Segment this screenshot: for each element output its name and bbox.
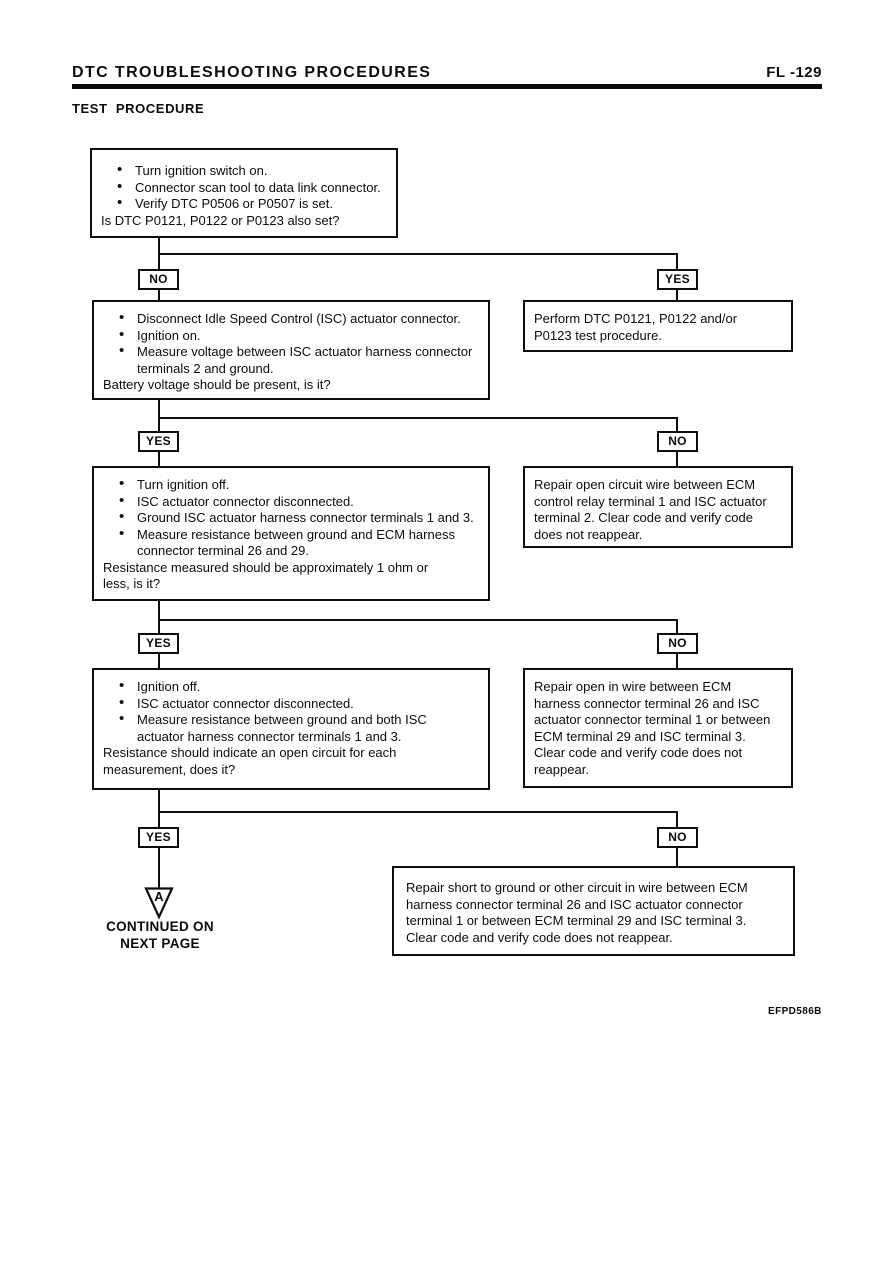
action-line: terminal 1 or between ECM terminal 29 an… bbox=[406, 913, 747, 928]
connector-line bbox=[158, 654, 160, 668]
action-line: P0123 test procedure. bbox=[534, 327, 662, 343]
figure-code: EFPD586B bbox=[768, 1006, 822, 1017]
action-line: does not reappear. bbox=[534, 526, 643, 542]
step-line: Turn ignition switch on. bbox=[101, 162, 392, 180]
question-line: Battery voltage should be present, is it… bbox=[103, 377, 331, 392]
step-line: Turn ignition off. bbox=[103, 476, 484, 494]
step-line: Connector scan tool to data link connect… bbox=[101, 179, 392, 197]
question-line: less, is it? bbox=[103, 576, 161, 591]
step-line: Measure resistance between ground and EC… bbox=[103, 526, 484, 544]
connector-line bbox=[158, 253, 678, 255]
action-box-3: Repair open in wire between ECM harness … bbox=[523, 668, 793, 788]
step-line: Measure voltage between ISC actuator har… bbox=[103, 343, 484, 361]
decision-box-4: Ignition off. ISC actuator connector dis… bbox=[92, 668, 490, 790]
action-line: Clear code and verify code does not bbox=[534, 745, 743, 760]
action-box-1: Perform DTC P0121, P0122 and/or P0123 te… bbox=[523, 300, 793, 352]
connector-line bbox=[158, 811, 678, 813]
connector-line bbox=[676, 290, 678, 300]
section-title: TEST PROCEDURE bbox=[72, 101, 205, 116]
action-line: Clear code and verify code does not reap… bbox=[406, 929, 673, 945]
question-line: Resistance measured should be approximat… bbox=[103, 559, 429, 575]
step-line: Ignition on. bbox=[103, 327, 484, 345]
question-line: Is DTC P0121, P0122 or P0123 also set? bbox=[101, 212, 340, 228]
step-line: ISC actuator connector disconnected. bbox=[103, 493, 484, 511]
step-line: Ground ISC actuator harness connector te… bbox=[103, 509, 484, 527]
action-line: Repair short to ground or other circuit … bbox=[406, 880, 748, 895]
action-line: harness connector terminal 26 and ISC ac… bbox=[406, 896, 743, 912]
action-line: harness connector terminal 26 and ISC bbox=[534, 695, 760, 711]
step-line: ISC actuator connector disconnected. bbox=[103, 695, 484, 713]
step-line: actuator harness connector terminals 1 a… bbox=[137, 728, 402, 744]
step-line: terminals 2 and ground. bbox=[137, 360, 274, 376]
continuation-letter: A bbox=[154, 889, 164, 904]
decision-box-1: Turn ignition switch on. Connector scan … bbox=[90, 148, 398, 238]
connector-line bbox=[158, 789, 160, 827]
branch-label-no-1: NO bbox=[138, 269, 179, 290]
action-line: terminal 2. Clear code and verify code bbox=[534, 510, 753, 525]
connector-line bbox=[158, 619, 678, 621]
action-line: control relay terminal 1 and ISC actuato… bbox=[534, 493, 767, 509]
connector-line bbox=[676, 811, 678, 827]
action-line: actuator connector terminal 1 or between bbox=[534, 712, 771, 727]
action-line: reappear. bbox=[534, 761, 589, 777]
question-line: measurement, does it? bbox=[103, 761, 236, 777]
step-line: Measure resistance between ground and bo… bbox=[103, 711, 484, 729]
branch-label-no-2: NO bbox=[657, 431, 698, 452]
branch-label-yes-2: YES bbox=[138, 431, 179, 452]
connector-line bbox=[158, 848, 160, 888]
branch-label-yes-4: YES bbox=[138, 827, 179, 848]
branch-label-no-4: NO bbox=[657, 827, 698, 848]
connector-line bbox=[158, 290, 160, 300]
page-number: FL -129 bbox=[766, 64, 822, 81]
connector-line bbox=[676, 253, 678, 269]
branch-label-no-3: NO bbox=[657, 633, 698, 654]
action-line: Perform DTC P0121, P0122 and/or bbox=[534, 311, 738, 326]
action-box-2: Repair open circuit wire between ECM con… bbox=[523, 466, 793, 548]
step-line: Disconnect Idle Speed Control (ISC) actu… bbox=[103, 310, 484, 328]
continued-caption: CONTINUED ON NEXT PAGE bbox=[88, 918, 232, 952]
connector-line bbox=[158, 417, 678, 419]
header-rule bbox=[72, 84, 822, 89]
action-line: ECM terminal 29 and ISC terminal 3. bbox=[534, 728, 746, 744]
step-line: Ignition off. bbox=[103, 678, 484, 696]
connector-line bbox=[676, 848, 678, 866]
continued-caption-line2: NEXT PAGE bbox=[120, 936, 200, 951]
decision-box-2: Disconnect Idle Speed Control (ISC) actu… bbox=[92, 300, 490, 400]
connector-line bbox=[676, 654, 678, 668]
action-line: Repair open in wire between ECM bbox=[534, 679, 732, 694]
continued-caption-line1: CONTINUED ON bbox=[106, 919, 214, 934]
connector-line bbox=[676, 619, 678, 633]
step-line: connector terminal 26 and 29. bbox=[137, 543, 309, 558]
connector-line bbox=[158, 399, 160, 431]
connector-line bbox=[676, 452, 678, 466]
decision-box-3: Turn ignition off. ISC actuator connecto… bbox=[92, 466, 490, 601]
action-line: Repair open circuit wire between ECM bbox=[534, 477, 756, 492]
branch-label-yes-3: YES bbox=[138, 633, 179, 654]
branch-label-yes-1: YES bbox=[657, 269, 698, 290]
action-box-4: Repair short to ground or other circuit … bbox=[392, 866, 795, 956]
connector-line bbox=[158, 452, 160, 466]
connector-line bbox=[158, 600, 160, 633]
step-line: Verify DTC P0506 or P0507 is set. bbox=[101, 195, 392, 213]
connector-line bbox=[676, 417, 678, 431]
question-line: Resistance should indicate an open circu… bbox=[103, 745, 397, 760]
page-title: DTC TROUBLESHOOTING PROCEDURES bbox=[72, 64, 432, 81]
continuation-triangle-a-icon: A bbox=[143, 886, 175, 920]
